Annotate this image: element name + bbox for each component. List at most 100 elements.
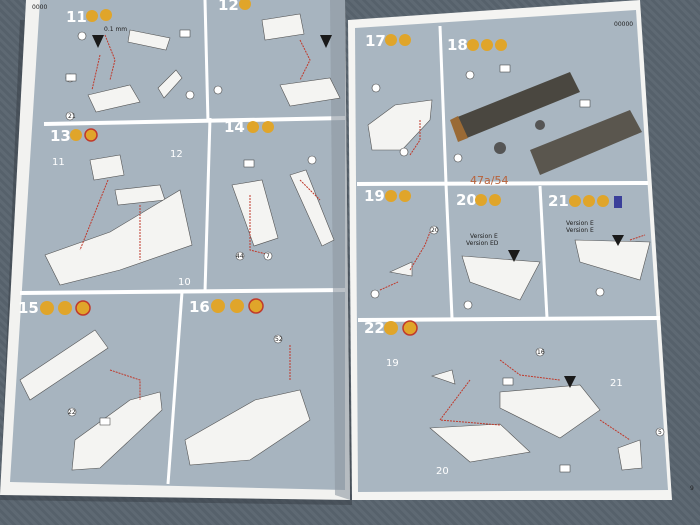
part-callout [65,111,75,121]
paint-tag [499,64,511,73]
step-19: 19 [364,187,411,205]
paint-tag [65,73,77,82]
part-callout [370,289,380,299]
part-number-12: 12 [170,149,183,160]
paint-tag [179,29,191,38]
decal-icon [614,196,622,208]
version-label: Version E [566,220,594,227]
exhaust-part [184,389,311,466]
part-callout [655,427,665,437]
part-callout [399,147,409,157]
engine-ring [494,142,506,154]
step-number: 20 [456,191,477,209]
paint-tag [99,417,111,426]
step-15: 15 [18,299,91,317]
version-label: Version E [470,233,498,240]
question-icon [385,190,397,202]
step-number: 19 [364,187,385,205]
step-number: 12 [218,0,239,14]
step-12: 12 [218,0,251,14]
part-callout [307,155,317,165]
engine-tube [530,110,642,175]
part-callout [453,153,463,163]
part-piece [157,69,183,99]
callout-16: 16 [537,349,545,356]
part-piece [231,179,279,247]
glue-icon [399,190,411,202]
part-piece [71,391,163,471]
wing-part [429,423,531,463]
part-callout [273,334,283,344]
step-number: 22 [364,319,385,337]
step-16: 16 [189,298,264,316]
part-callout [77,31,87,41]
clock-icon [84,128,98,142]
glue-icon [239,0,251,10]
paint-icon [247,121,259,133]
part-number-19: 19 [386,358,399,369]
engine-assembly [450,72,642,175]
paint-tags [65,29,591,473]
step-number: 18 [447,36,468,54]
part-callout [429,225,439,235]
arrow-down-icon [564,376,576,388]
clock-icon [248,298,264,314]
question-icon [467,39,479,51]
clock-icon [402,320,418,336]
paint-icon [583,195,595,207]
paint-icon [86,10,98,22]
part-callout [371,83,381,93]
part-number-10: 10 [178,277,191,288]
glue-icon [262,121,274,133]
arrow-down-icon [320,35,332,48]
paint-icon [385,34,397,46]
part-piece [89,154,125,181]
callout-22: 22 [68,409,76,416]
arrow-markers [92,35,624,388]
part-piece [87,84,141,113]
part-piece [431,369,456,385]
glue-icon [399,34,411,46]
step-14: 14 [224,118,274,136]
glue-icon [230,299,244,313]
callout-21: 21 [68,113,76,120]
callout-20: 20 [431,227,439,234]
callout-52: 52 [275,336,283,343]
part-piece [19,329,109,401]
wing-part [574,239,651,281]
part-callout [185,90,195,100]
spine-shadow [330,0,350,500]
page-header-left: 0000 [32,4,47,11]
step-number: 13 [50,127,71,145]
part-callout [463,300,473,310]
callout-7: 7 [266,253,270,260]
version-label: Version E [566,227,594,234]
page-header-right: 00000 [614,21,633,28]
step-number: 11 [66,8,87,26]
step-number: 16 [189,298,210,316]
clock-icon [75,300,91,316]
callout-5: 5 [658,429,662,436]
step-number: 14 [224,118,245,136]
part-piece [367,99,433,151]
step-21: 21 [548,192,622,210]
question-icon [211,299,225,313]
part-callout [263,251,273,261]
paint-tag [559,464,571,473]
step-number: 17 [365,32,386,50]
part-piece [261,13,305,41]
version-label: Version ED [466,240,499,247]
paint-icon [58,301,72,315]
assembly-guides [79,34,646,441]
part-callout [535,347,545,357]
glue-icon [489,194,501,206]
part-piece [289,169,335,247]
step-20: 20 [456,191,501,209]
part-number-11: 11 [52,157,65,168]
page-footer-number: 9 [690,485,694,492]
step-11: 11 [66,8,112,26]
engine-ring [535,120,545,130]
part-callout [595,287,605,297]
question-icon [569,195,581,207]
